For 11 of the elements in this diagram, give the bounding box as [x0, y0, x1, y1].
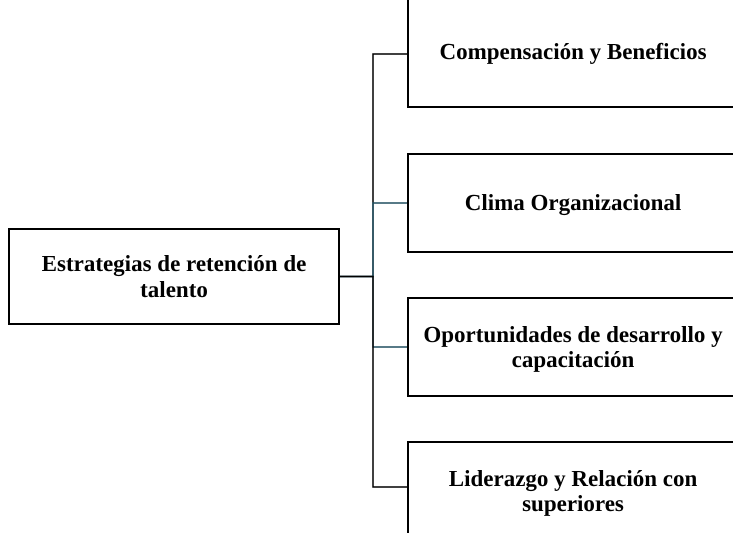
- connector-line: [340, 276, 407, 488]
- box-label: Oportunidades de desarrollo y capacitación: [422, 322, 724, 372]
- box-label: Liderazgo y Relación con superiores: [448, 466, 698, 516]
- box-label: Compensación y Beneficios: [439, 39, 707, 65]
- text-box: [407, 297, 733, 397]
- box-label: Clima Organizacional: [464, 190, 682, 216]
- text-box: [8, 228, 340, 325]
- text-box: [407, 153, 733, 253]
- box-label: Estrategias de retención de talento: [40, 251, 308, 302]
- text-box: [407, 0, 733, 108]
- text-box: [407, 441, 733, 533]
